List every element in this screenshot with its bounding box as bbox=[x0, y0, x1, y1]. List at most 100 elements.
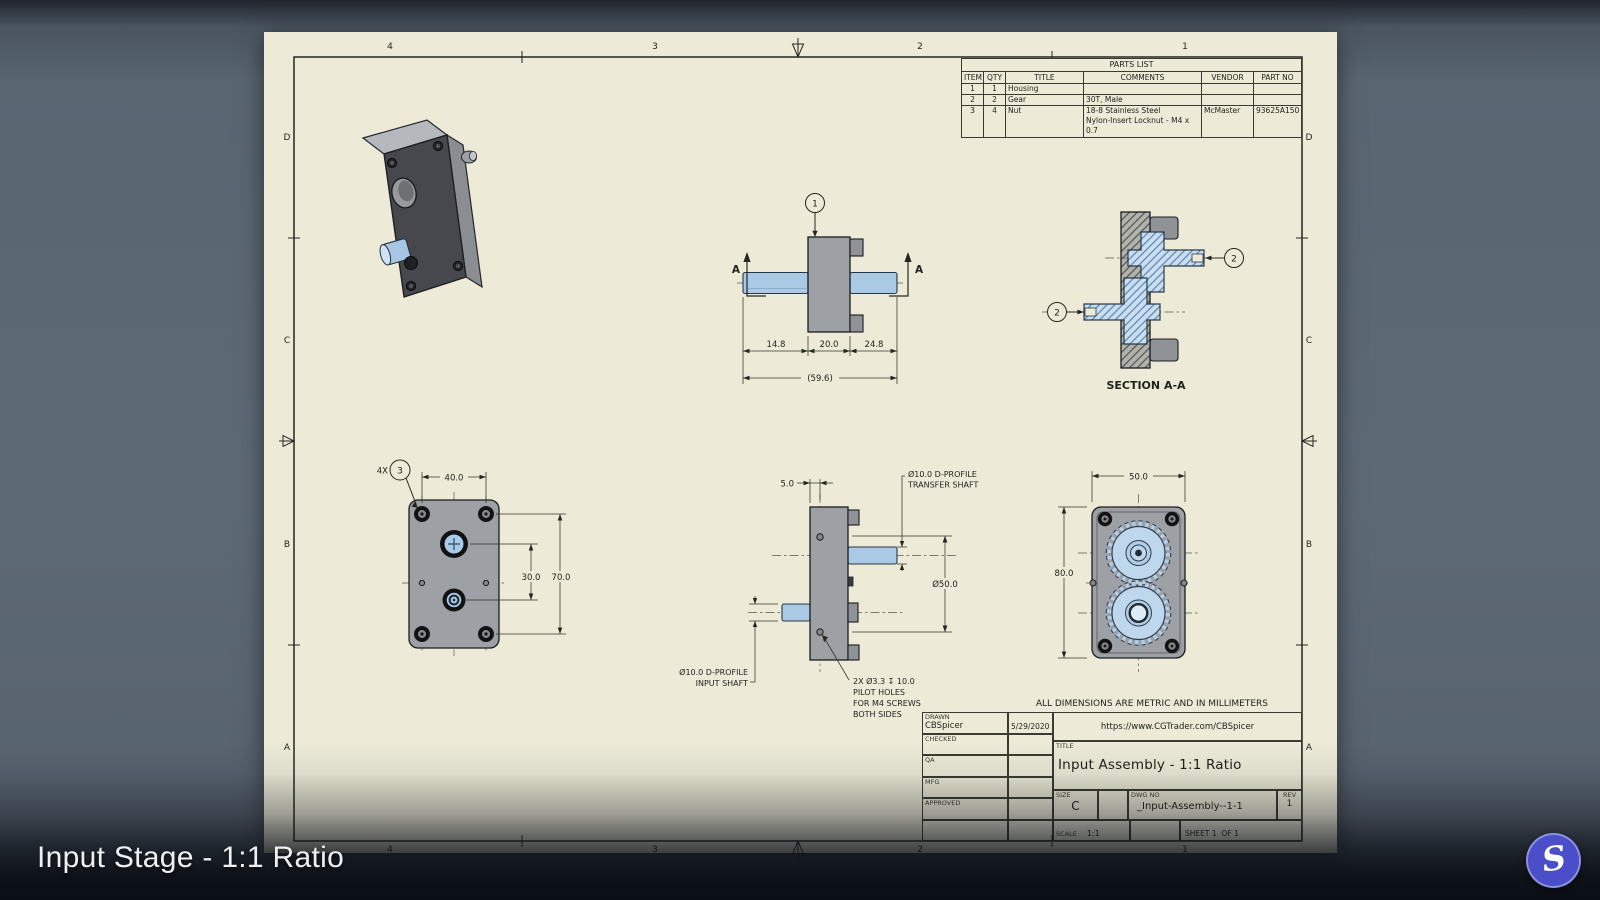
zone-letter: C bbox=[1306, 336, 1312, 346]
plist-cell: 2 bbox=[984, 95, 1005, 105]
section-arrow-left: A bbox=[732, 252, 766, 297]
balloon-item-2-upper: 2 bbox=[1205, 248, 1244, 268]
zone-letter: C bbox=[284, 336, 290, 346]
callout-text: BOTH SIDES bbox=[853, 710, 902, 719]
mfg-cell: MFG bbox=[922, 777, 1008, 798]
balloon-text: 2 bbox=[1231, 255, 1237, 265]
comment-line: 18-8 Stainless Steel bbox=[1086, 106, 1161, 115]
balloon-text: 2 bbox=[1054, 309, 1060, 319]
scale-value: 1:1 bbox=[1086, 829, 1100, 838]
callout-text: 2X Ø3.3 ↧ 10.0 bbox=[853, 676, 915, 686]
size-value: C bbox=[1071, 799, 1080, 813]
checked-value-cell bbox=[1008, 734, 1053, 755]
channel-logo[interactable]: S bbox=[1526, 833, 1581, 888]
plist-cell: 1 bbox=[962, 84, 983, 94]
weight-cell bbox=[1130, 820, 1180, 841]
plist-cell: 1 bbox=[984, 84, 1005, 94]
cage-cell bbox=[1098, 790, 1128, 820]
drawn-name: CBSpicer bbox=[925, 721, 964, 731]
video-caption: Input Stage - 1:1 Ratio bbox=[37, 841, 345, 874]
plist-cell: 4 bbox=[984, 106, 1005, 137]
drawing-title-cell: TITLE Input Assembly - 1:1 Ratio bbox=[1053, 741, 1302, 790]
comment-line: mm Thread - Packs of 100 bbox=[1086, 136, 1199, 137]
callout-input-shaft: Ø10.0 D-PROFILE INPUT SHAFT bbox=[679, 629, 756, 688]
scale-cell: SCALE 1:1 bbox=[1053, 820, 1130, 841]
zone-number: 2 bbox=[917, 42, 923, 52]
rev-value: 1 bbox=[1286, 799, 1293, 809]
input-shaft-hole bbox=[442, 588, 466, 612]
sheet-of: SHEET 1 OF 1 bbox=[1185, 829, 1239, 838]
section-letter: A bbox=[732, 264, 741, 276]
parts-list-title: PARTS LIST bbox=[962, 59, 1301, 71]
view-face: 4X 3 40.0 30.0 70.0 bbox=[377, 459, 575, 656]
transfer-shaft-hole bbox=[440, 530, 468, 558]
dim-text: 30.0 bbox=[522, 573, 541, 583]
center-mark-right bbox=[1300, 434, 1317, 448]
plist-cell: Housing bbox=[1006, 84, 1083, 94]
balloon-text: 3 bbox=[397, 467, 403, 477]
comment-line: Nylon-Insert Locknut - M4 x 0.7 bbox=[1086, 116, 1190, 135]
drawn-date: 5/29/2020 bbox=[1011, 722, 1050, 731]
zone-letter: B bbox=[1306, 540, 1312, 550]
sheet-of-cell: SHEET 1 OF 1 bbox=[1180, 820, 1302, 841]
empty-cell bbox=[922, 820, 1008, 841]
dim-text: Ø50.0 bbox=[932, 579, 958, 590]
front-hole bbox=[391, 177, 417, 209]
dim-text: 24.8 bbox=[865, 340, 884, 350]
title-label: TITLE bbox=[1056, 742, 1074, 750]
section-caption: SECTION A-A bbox=[1106, 379, 1186, 392]
dim-text: 14.8 bbox=[767, 340, 786, 350]
plist-cell bbox=[1254, 95, 1301, 105]
dim-text: 40.0 bbox=[445, 474, 464, 484]
mfg-label: MFG bbox=[925, 778, 940, 786]
section-arrow-right: A bbox=[889, 252, 924, 297]
callout-text: Ø10.0 D-PROFILE bbox=[908, 469, 977, 479]
zone-number: 2 bbox=[917, 845, 923, 855]
drawn-cell: DRAWN CBSpicer bbox=[922, 712, 1008, 734]
author-url-cell: https://www.CGTrader.com/CBSpicer bbox=[1053, 712, 1302, 741]
dwg-no-cell: DWG NO _Input-Assembly--1-1 bbox=[1128, 790, 1277, 820]
rev-label: REV bbox=[1282, 791, 1297, 799]
plist-cell: Nut bbox=[1006, 106, 1083, 137]
qa-cell: QA bbox=[922, 755, 1008, 777]
center-mark-left bbox=[279, 434, 296, 448]
plist-cell: 30T, Male bbox=[1084, 95, 1201, 105]
approved-value-cell bbox=[1008, 798, 1053, 820]
dim-text: (59.6) bbox=[807, 374, 833, 384]
center-mark-top bbox=[791, 38, 805, 59]
size-label: SIZE bbox=[1056, 791, 1071, 799]
corner-screw bbox=[386, 140, 464, 292]
callout-text: FOR M4 SCREWS bbox=[853, 699, 921, 708]
input-shaft-standoff bbox=[379, 238, 412, 266]
plist-cell bbox=[1202, 95, 1253, 105]
mfg-value-cell bbox=[1008, 777, 1053, 798]
plist-cell bbox=[1084, 84, 1201, 94]
scale-label: SCALE bbox=[1056, 830, 1077, 838]
corner-nut bbox=[414, 506, 494, 642]
corner-nut bbox=[1097, 511, 1180, 654]
plist-header-comments: COMMENTS bbox=[1084, 72, 1201, 83]
zone-letter: D bbox=[1306, 133, 1313, 143]
parts-list: PARTS LIST ITEM QTY TITLE COMMENTS VENDO… bbox=[961, 58, 1302, 138]
size-cell: SIZE C bbox=[1053, 790, 1098, 820]
callout-pilot-holes: 2X Ø3.3 ↧ 10.0 PILOT HOLES FOR M4 SCREWS… bbox=[822, 635, 921, 719]
plist-header-item: ITEM bbox=[962, 72, 983, 83]
plist-header-partno: PART NO bbox=[1254, 72, 1301, 83]
view-back: 50.0 80.0 bbox=[1049, 470, 1199, 672]
dwg-label: DWG NO bbox=[1131, 791, 1160, 799]
zone-number: 4 bbox=[387, 845, 393, 855]
dim-text: 20.0 bbox=[820, 340, 839, 350]
zone-letter: D bbox=[284, 133, 291, 143]
plist-cell: McMaster bbox=[1202, 106, 1253, 137]
plist-cell: 93625A150 bbox=[1254, 106, 1301, 137]
plist-header-title: TITLE bbox=[1006, 72, 1083, 83]
callout-text: Ø10.0 D-PROFILE bbox=[679, 667, 748, 677]
rev-cell: REV 1 bbox=[1277, 790, 1302, 820]
balloon-item-1: 1 bbox=[805, 193, 825, 237]
dim-text: 80.0 bbox=[1055, 569, 1074, 579]
checked-cell: CHECKED bbox=[922, 734, 1008, 755]
plist-header-vendor: VENDOR bbox=[1202, 72, 1253, 83]
plist-cell: 2 bbox=[962, 95, 983, 105]
